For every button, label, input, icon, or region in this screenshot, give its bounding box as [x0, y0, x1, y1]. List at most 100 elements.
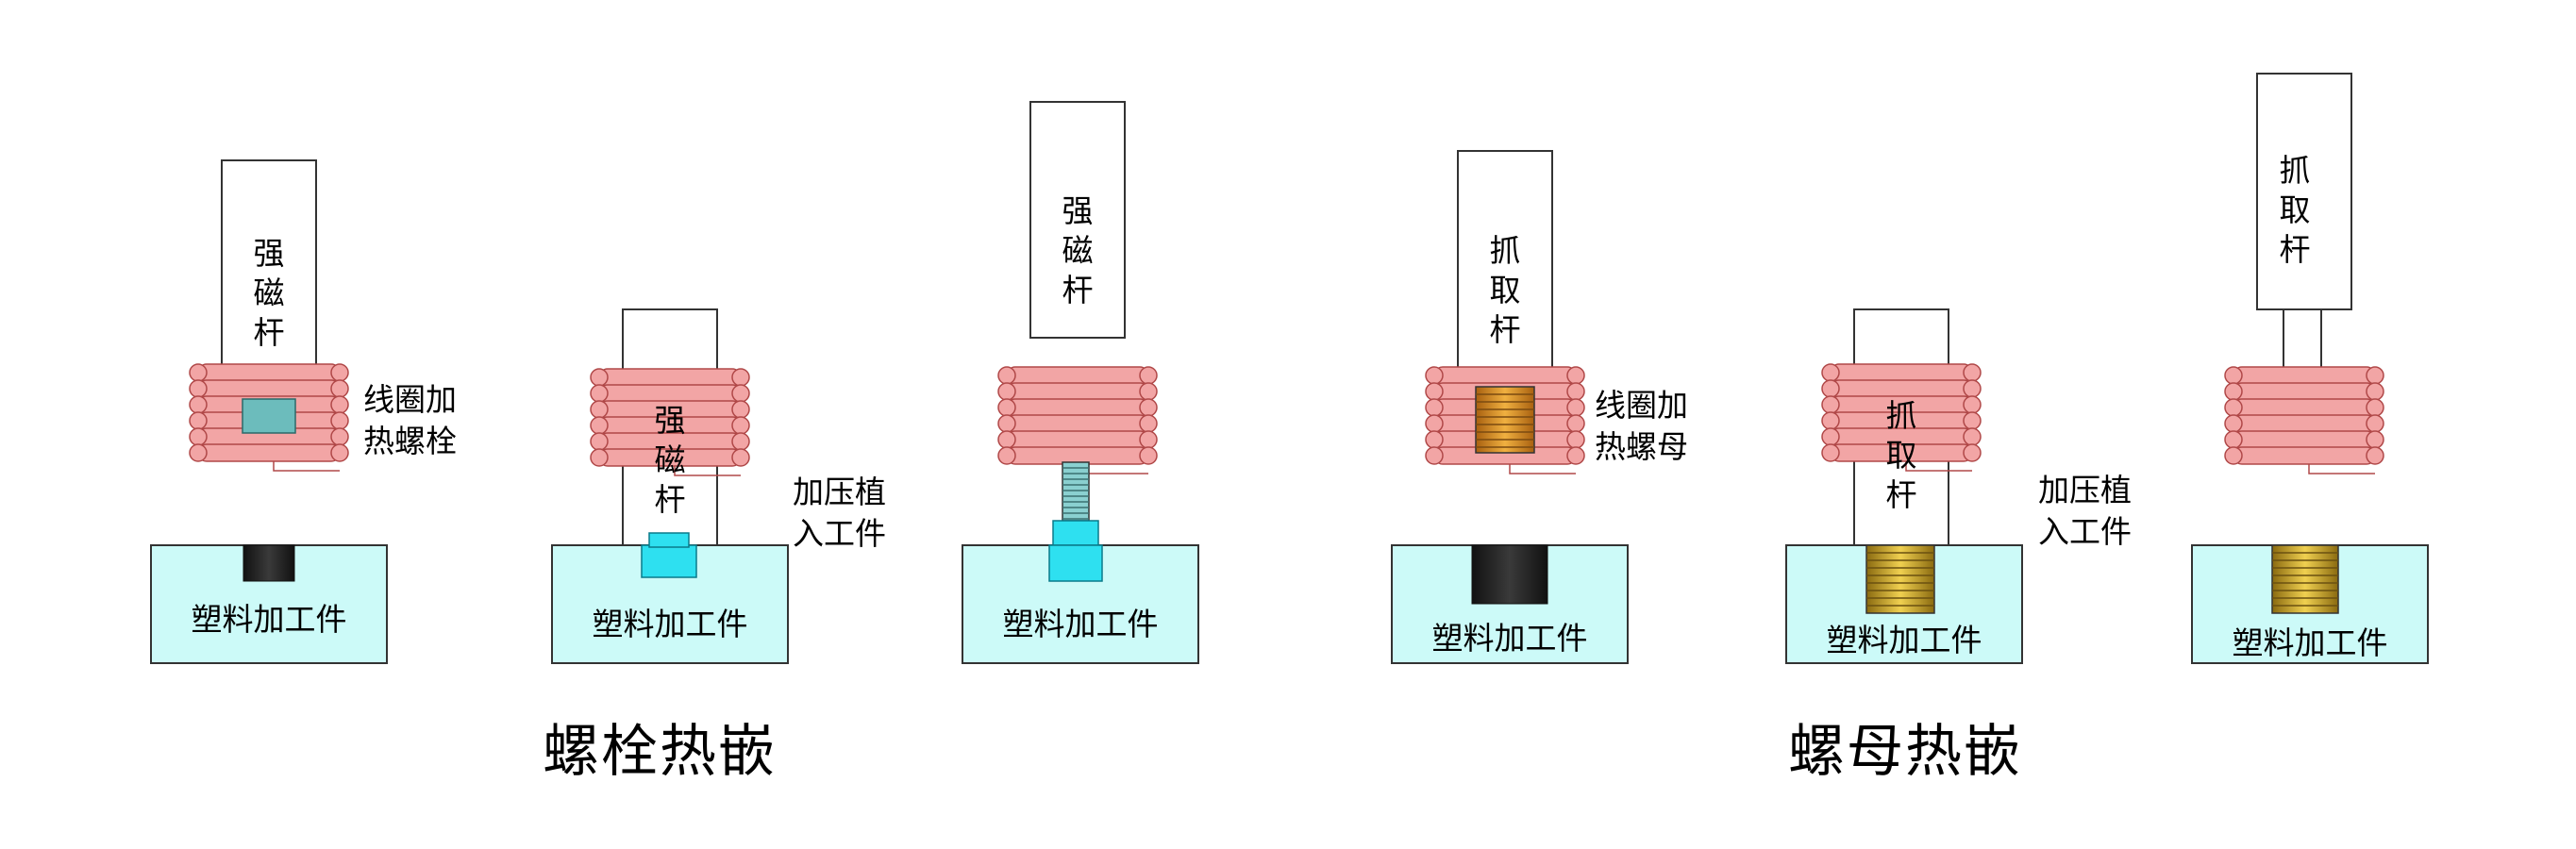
- coil-turn-2-1: [598, 384, 742, 403]
- workpiece-label-5: 塑料加工件: [1826, 622, 1982, 658]
- grab-rod-3: [2256, 73, 2352, 310]
- note-press-insert-1: 加压植 入工件: [793, 474, 886, 552]
- coil-lead-5: [1905, 461, 1972, 472]
- coil-end-left-5-3: [1821, 411, 1840, 430]
- coil-end-left-5-0: [1821, 363, 1840, 382]
- coil-turn-3-0: [1006, 366, 1149, 385]
- coil-end-left-3-2: [997, 398, 1016, 417]
- nut-in-coil: [1475, 386, 1535, 454]
- coil-end-right-5-5: [1963, 443, 1982, 462]
- coil-end-right-4-5: [1566, 446, 1585, 465]
- coil-end-left-1-2: [189, 395, 208, 414]
- dark-hole-2: [1471, 544, 1548, 605]
- note-coil-heat-nut: 线圈加 热螺母: [1595, 387, 1688, 465]
- coil-lead-6: [2308, 464, 2375, 474]
- dark-hole-1: [243, 544, 295, 582]
- note-coil-heat-bolt: 线圈加 热螺栓: [363, 381, 457, 459]
- section-title-nut: 螺母热嵌: [1788, 719, 2022, 785]
- coil-end-right-5-4: [1963, 427, 1982, 446]
- coil-end-left-4-4: [1425, 430, 1444, 449]
- coil-end-right-1-0: [330, 363, 349, 382]
- coil-end-right-5-1: [1963, 379, 1982, 398]
- coil-end-right-6-3: [2366, 414, 2384, 433]
- coil-turn-2-0: [598, 368, 742, 387]
- rod-label-magnetic-2: 强 磁 杆: [654, 402, 686, 518]
- coil-end-right-4-3: [1566, 414, 1585, 433]
- coil-end-right-2-1: [731, 384, 750, 403]
- coil-end-left-6-0: [2224, 366, 2243, 385]
- coil-end-left-5-5: [1821, 443, 1840, 462]
- coil-end-right-3-4: [1139, 430, 1158, 449]
- workpiece-label-2: 塑料加工件: [592, 606, 748, 642]
- bolt-threaded-head: [1048, 544, 1103, 582]
- bolt-embedded-neck: [648, 532, 690, 548]
- coil-end-right-1-2: [330, 395, 349, 414]
- nut-embedded-final: [2271, 544, 2339, 614]
- coil-end-right-6-4: [2366, 430, 2384, 449]
- coil-end-left-3-4: [997, 430, 1016, 449]
- coil-end-right-3-2: [1139, 398, 1158, 417]
- coil-end-left-5-2: [1821, 395, 1840, 414]
- coil-end-right-5-2: [1963, 395, 1982, 414]
- coil-end-left-6-3: [2224, 414, 2243, 433]
- coil-turn-3-4: [1006, 430, 1149, 449]
- coil-end-left-2-5: [590, 448, 609, 467]
- coil-end-left-4-3: [1425, 414, 1444, 433]
- rod-label-magnetic-1: 强 磁 杆: [253, 235, 285, 351]
- coil-turn-5-1: [1830, 379, 1973, 398]
- bolt-embedded-head: [641, 544, 697, 578]
- coil-lead-2: [674, 466, 741, 476]
- coil-end-right-3-1: [1139, 382, 1158, 401]
- coil-end-left-2-1: [590, 384, 609, 403]
- magnetic-rod-3: [1029, 101, 1126, 339]
- coil-turn-6-2: [2233, 398, 2376, 417]
- workpiece-label-4: 塑料加工件: [1431, 620, 1588, 657]
- coil-end-left-2-2: [590, 400, 609, 419]
- coil-end-right-2-4: [731, 432, 750, 451]
- coil-end-right-3-3: [1139, 414, 1158, 433]
- coil-end-right-6-0: [2366, 366, 2384, 385]
- coil-end-left-4-0: [1425, 366, 1444, 385]
- coil-end-left-1-0: [189, 363, 208, 382]
- coil-turn-3-2: [1006, 398, 1149, 417]
- coil-end-right-4-2: [1566, 398, 1585, 417]
- bolt-threaded-collar: [1052, 520, 1099, 546]
- coil-turn-1-1: [197, 379, 341, 398]
- coil-end-left-1-3: [189, 411, 208, 430]
- coil-end-right-1-3: [330, 411, 349, 430]
- coil-end-right-2-0: [731, 368, 750, 387]
- coil-end-right-3-5: [1139, 446, 1158, 465]
- rod-label-grab-2: 抓 取 杆: [1885, 397, 1917, 513]
- coil-end-left-1-5: [189, 443, 208, 462]
- coil-turn-5-0: [1830, 363, 1973, 382]
- workpiece-label-6: 塑料加工件: [2232, 624, 2388, 661]
- workpiece-label-3: 塑料加工件: [1002, 606, 1159, 642]
- coil-end-left-3-0: [997, 366, 1016, 385]
- workpiece-label-1: 塑料加工件: [191, 601, 347, 638]
- coil-end-right-4-0: [1566, 366, 1585, 385]
- coil-end-right-3-0: [1139, 366, 1158, 385]
- bolt-in-coil: [242, 398, 296, 434]
- coil-lead-3: [1081, 464, 1148, 474]
- coil-turn-6-1: [2233, 382, 2376, 401]
- coil-turn-6-4: [2233, 430, 2376, 449]
- coil-lead-4: [1509, 464, 1576, 474]
- coil-end-left-4-2: [1425, 398, 1444, 417]
- coil-end-left-5-1: [1821, 379, 1840, 398]
- coil-end-right-5-0: [1963, 363, 1982, 382]
- section-title-bolt: 螺栓热嵌: [543, 719, 777, 785]
- coil-turn-6-0: [2233, 366, 2376, 385]
- coil-lead-1: [273, 461, 340, 472]
- coil-end-left-6-1: [2224, 382, 2243, 401]
- rod-label-grab-1: 抓 取 杆: [1489, 232, 1521, 348]
- bolt-threaded-shank: [1062, 461, 1090, 522]
- grab-rod-3-tip: [2283, 308, 2322, 369]
- coil-end-left-1-1: [189, 379, 208, 398]
- coil-end-left-4-5: [1425, 446, 1444, 465]
- coil-end-left-3-3: [997, 414, 1016, 433]
- coil-end-right-5-3: [1963, 411, 1982, 430]
- coil-turn-6-3: [2233, 414, 2376, 433]
- coil-turn-6-5: [2233, 446, 2376, 465]
